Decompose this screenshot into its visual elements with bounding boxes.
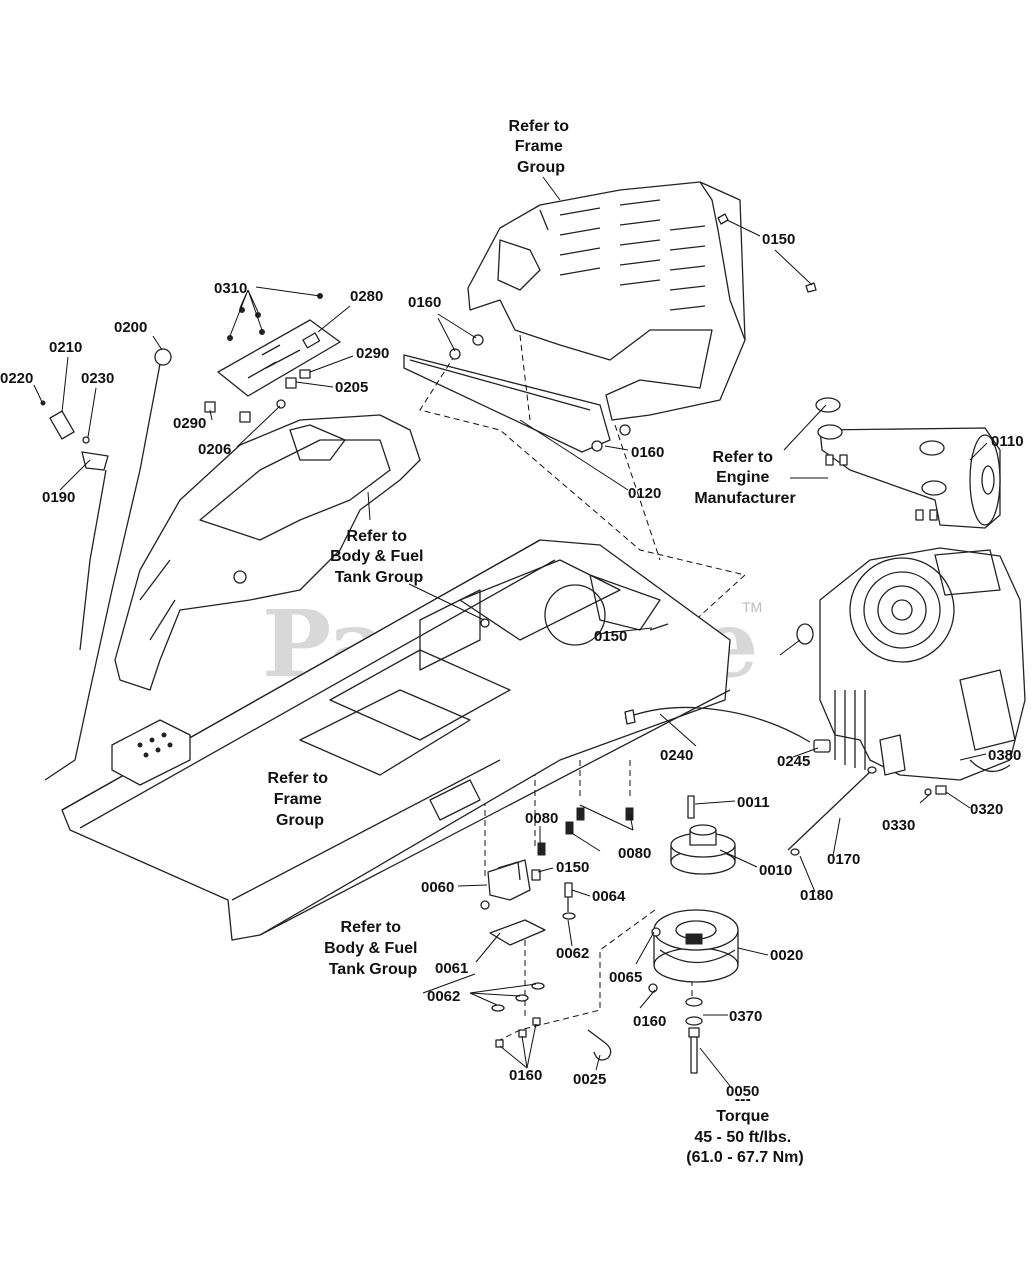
part-label-0290: 0290	[173, 415, 206, 432]
part-label-0062: 0062	[556, 945, 589, 962]
part-label-0210: 0210	[49, 339, 82, 356]
dowel-rod	[787, 766, 947, 856]
part-label-0010: 0010	[759, 862, 792, 879]
torque-note: --- Torque 45 - 50 ft/lbs. (61.0 - 67.7 …	[686, 1091, 803, 1166]
control-plate	[204, 293, 341, 423]
part-label-0310: 0310	[214, 280, 247, 297]
part-label-0064: 0064	[592, 888, 626, 905]
part-labels: 0150 0150 0150 0160 0160 0160 0160 0120 …	[0, 231, 1024, 1100]
part-label-0180: 0180	[800, 887, 833, 904]
part-label-0206: 0206	[198, 441, 231, 458]
part-label-0065: 0065	[609, 969, 642, 986]
part-label-0370: 0370	[729, 1008, 762, 1025]
ref-engine-manufacturer: Refer to Engine Manufacturer	[694, 449, 795, 507]
clutch-fasteners	[648, 983, 703, 1074]
part-label-0330: 0330	[882, 817, 915, 834]
ref-frame-mid: Refer to Frame Group	[268, 770, 333, 829]
reference-notes: Refer to Frame Group Refer to Frame Grou…	[268, 118, 804, 1166]
ref-body-fuel-bottom: Refer to Body & Fuel Tank Group	[324, 919, 422, 978]
leader-lines	[33, 176, 988, 1087]
seat-bracket-frame	[467, 181, 746, 421]
dipstick-rod	[44, 348, 172, 781]
part-label-0011: 0011	[737, 794, 770, 811]
cable-tie	[587, 1029, 612, 1061]
part-label-0020: 0020	[770, 947, 803, 964]
fuel-pad	[111, 719, 191, 786]
watermark-tm: TM	[742, 599, 762, 615]
part-label-0160: 0160	[509, 1067, 542, 1084]
part-label-0170: 0170	[827, 851, 860, 868]
part-label-0080: 0080	[525, 810, 558, 827]
part-label-0200: 0200	[114, 319, 147, 336]
part-label-0080: 0080	[618, 845, 651, 862]
part-label-0380: 0380	[988, 747, 1021, 764]
chassis-frame	[61, 539, 731, 941]
part-label-0150: 0150	[556, 859, 589, 876]
throttle-parts	[40, 400, 109, 471]
fuel-line	[624, 706, 831, 753]
part-label-0320: 0320	[970, 801, 1003, 818]
part-label-0160: 0160	[631, 444, 664, 461]
engine	[796, 547, 1026, 781]
fasteners	[449, 213, 817, 631]
part-label-0060: 0060	[421, 879, 454, 896]
bracket-assembly	[480, 807, 634, 1048]
part-label-0150: 0150	[594, 628, 627, 645]
part-label-0220: 0220	[0, 370, 33, 387]
part-label-0190: 0190	[42, 489, 75, 506]
part-label-0120: 0120	[628, 485, 661, 502]
part-label-0245: 0245	[777, 753, 810, 770]
part-label-0160: 0160	[408, 294, 441, 311]
part-label-0290: 0290	[356, 345, 389, 362]
part-label-0062: 0062	[427, 988, 460, 1005]
ref-frame-top: Refer to Frame Group	[509, 118, 574, 176]
part-label-0240: 0240	[660, 747, 693, 764]
part-label-0230: 0230	[81, 370, 114, 387]
part-label-0050: 0050	[726, 1083, 759, 1100]
part-label-0150: 0150	[762, 231, 795, 248]
part-label-0061: 0061	[435, 960, 468, 977]
part-label-0160: 0160	[633, 1013, 666, 1030]
part-label-0025: 0025	[573, 1071, 606, 1088]
part-label-0205: 0205	[335, 379, 368, 396]
muffler	[815, 397, 1001, 529]
ref-body-fuel-top: Refer to Body & Fuel Tank Group	[330, 528, 428, 586]
rail-0120	[403, 354, 611, 453]
clutch	[651, 909, 739, 983]
part-label-0280: 0280	[350, 288, 383, 305]
body-console	[114, 414, 421, 691]
part-label-0110: 0110	[991, 433, 1024, 450]
pulley	[670, 795, 736, 875]
